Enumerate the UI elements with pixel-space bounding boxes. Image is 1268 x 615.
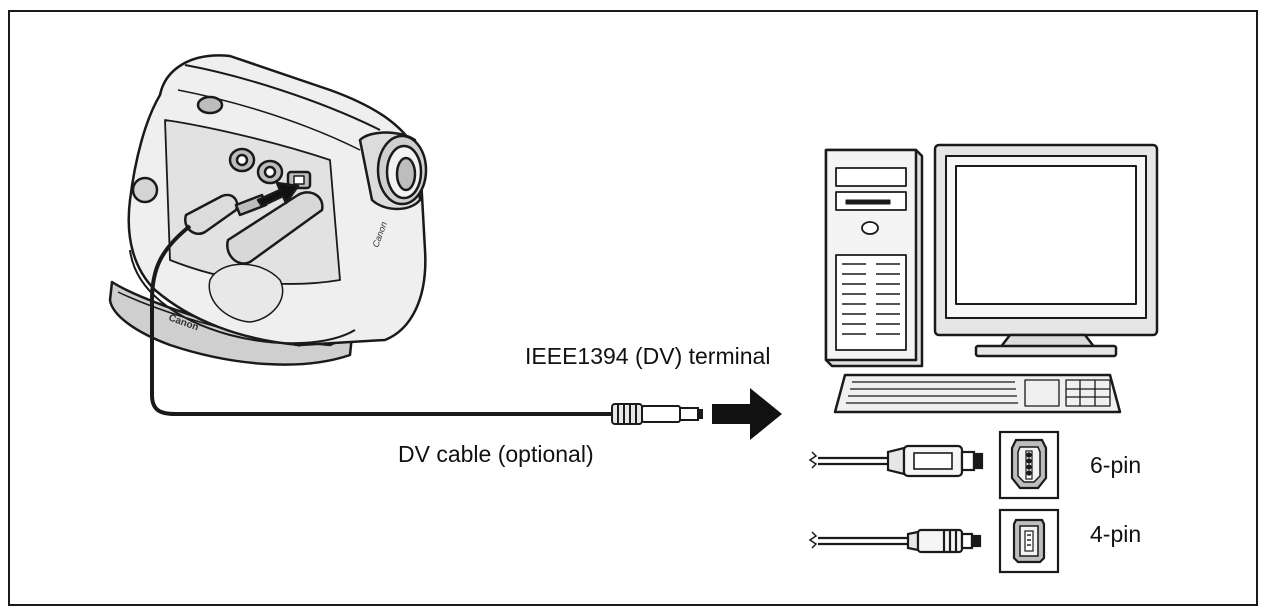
- six-pin-label: 6-pin: [1090, 452, 1142, 478]
- four-pin-label: 4-pin: [1090, 521, 1142, 547]
- six-pin-port: [998, 430, 1060, 500]
- terminal-label: IEEE1394 (DV) terminal: [525, 343, 771, 369]
- dv-cable-plug: [611, 403, 703, 425]
- four-pin-cable: [808, 528, 982, 554]
- six-pin-cable: [808, 444, 984, 478]
- dv-cable-line: [150, 224, 612, 416]
- computer-illustration: [824, 143, 1159, 414]
- camcorder-illustration: [108, 54, 428, 366]
- cable-label: DV cable (optional): [398, 441, 594, 467]
- four-pin-port: [998, 508, 1060, 574]
- connect-arrow: [712, 388, 782, 440]
